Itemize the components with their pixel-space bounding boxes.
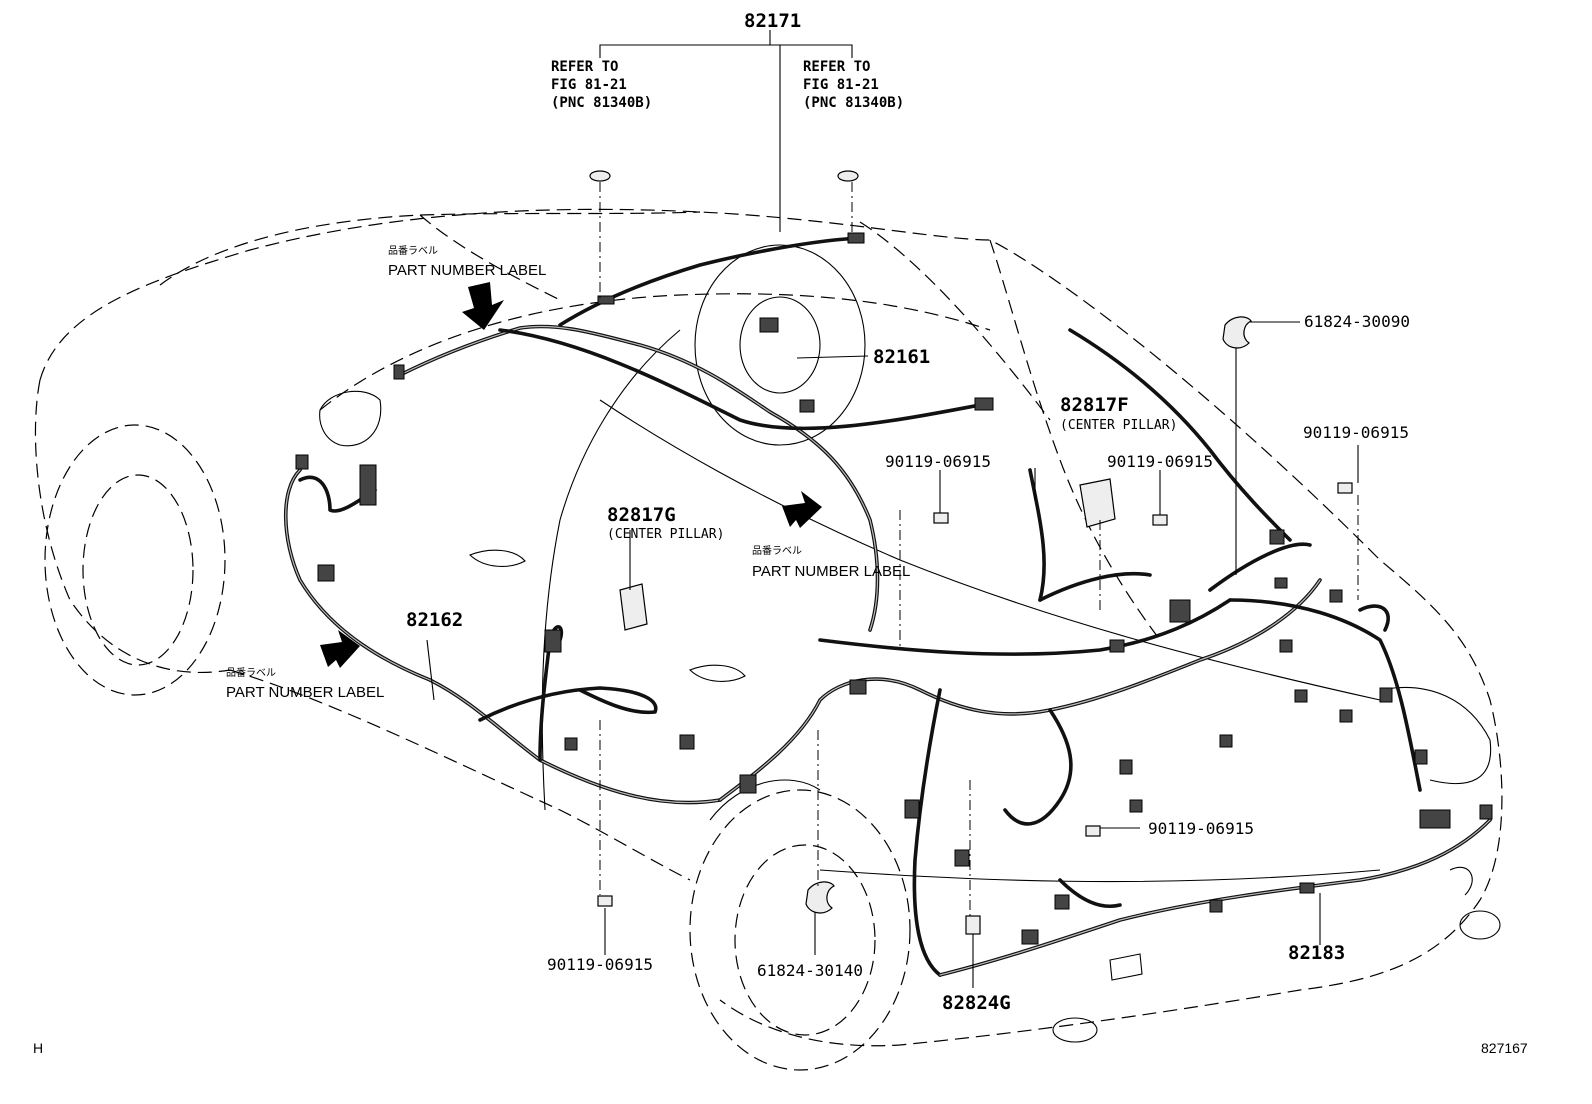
refer-note-right-line3: (PNC 81340B) — [803, 95, 905, 111]
part-number-90119-06915-bottom: 90119-06915 — [547, 955, 653, 974]
center-pillar-part-82817G — [619, 583, 648, 631]
part-number-label-roof: PART NUMBER LABEL — [388, 262, 547, 279]
arrow-roof-label — [462, 282, 504, 330]
part-number-label-center-jp: 品番ラベル — [752, 546, 802, 557]
part-number-61824-30140: 61824-30140 — [757, 961, 863, 980]
illustration-number: 827167 — [1481, 1040, 1528, 1056]
part-number-82171: 82171 — [744, 10, 802, 32]
refer-note-right-line1: REFER TO — [803, 59, 871, 75]
refer-note-left-line2: FIG 81-21 — [551, 77, 627, 93]
clip-61824-30140 — [805, 881, 835, 914]
arrow-side-label — [320, 630, 360, 668]
refer-note-right-line2: FIG 81-21 — [803, 77, 879, 93]
part-number-82824G: 82824G — [942, 992, 1011, 1014]
center-pillar-note-82817G: (CENTER PILLAR) — [607, 527, 725, 542]
refer-note-left-line3: (PNC 81340B) — [551, 95, 653, 111]
part-number-label-side-jp: 品番ラベル — [226, 668, 276, 679]
part-number-label-roof-jp: 品番ラベル — [388, 246, 438, 257]
part-number-82162: 82162 — [406, 609, 464, 631]
bolt-icon — [597, 482, 1353, 907]
part-number-82817F: 82817F — [1060, 394, 1129, 416]
corner-mark-left: H — [33, 1040, 44, 1056]
arrow-center-label — [782, 491, 822, 528]
part-number-82161: 82161 — [873, 346, 931, 368]
part-number-90119-06915-mid-right: 90119-06915 — [1107, 452, 1213, 471]
part-number-90119-06915-right: 90119-06915 — [1303, 423, 1409, 442]
part-number-label-side: PART NUMBER LABEL — [226, 684, 385, 701]
part-number-90119-06915-mid-left: 90119-06915 — [885, 452, 991, 471]
part-number-82183: 82183 — [1288, 942, 1346, 964]
part-number-label-center: PART NUMBER LABEL — [752, 563, 911, 580]
part-number-82817G: 82817G — [607, 504, 676, 526]
part-number-61824-30090: 61824-30090 — [1304, 312, 1410, 331]
part-number-90119-06915-lower: 90119-06915 — [1148, 819, 1254, 838]
center-pillar-part-82817F — [1079, 478, 1116, 528]
center-pillar-note-82817F: (CENTER PILLAR) — [1060, 418, 1178, 433]
clip-61824-30090 — [1222, 316, 1252, 349]
refer-note-left-line1: REFER TO — [551, 59, 619, 75]
